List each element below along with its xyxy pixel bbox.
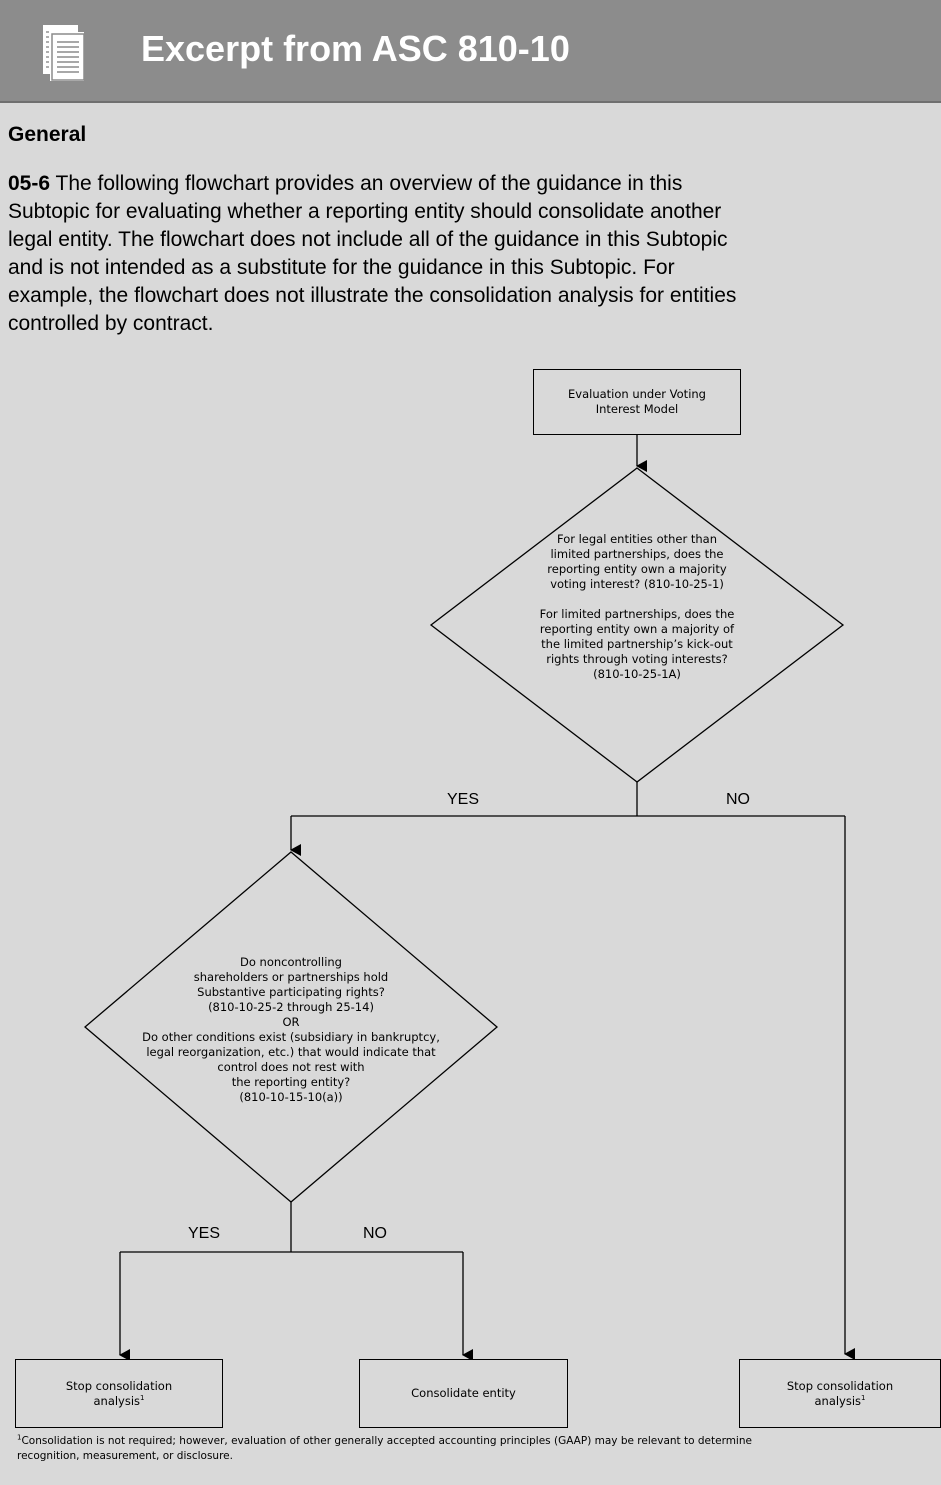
paragraph-line: example, the flowchart does not illustra… [8, 284, 737, 307]
header-banner: Excerpt from ASC 810-10 [0, 0, 941, 103]
decision2-yes-label: YES [188, 1225, 221, 1242]
intro-paragraph: 05-6 The following flowchart provides an… [8, 170, 941, 338]
decision1-question: For legal entities other than limited pa… [539, 532, 735, 681]
footnote-ref: 1 [861, 1393, 866, 1402]
stop-analysis-box-right: Stop consolidation analysis1 [739, 1359, 941, 1428]
decision2-question: Do noncontrolling shareholders or partne… [142, 955, 440, 1104]
start-box: Evaluation under Voting Interest Model [533, 369, 741, 435]
consolidate-entity-box: Consolidate entity [359, 1359, 568, 1428]
paragraph-line: 05-6 The following flowchart provides an… [8, 172, 683, 195]
paragraph-line: controlled by contract. [8, 312, 214, 335]
section-heading: General [8, 123, 87, 146]
decision2-no-label: NO [363, 1225, 387, 1242]
paragraph-line: and is not intended as a substitute for … [8, 256, 675, 279]
footnote-ref: 1 [140, 1393, 145, 1402]
decision1-no-label: NO [726, 791, 750, 808]
paragraph-number: 05-6 [8, 172, 51, 195]
decision1-yes-label: YES [447, 791, 480, 808]
paragraph-line: Subtopic for evaluating whether a report… [8, 200, 722, 223]
footnote-marker: 1 [17, 1433, 22, 1442]
paragraph-line: legal entity. The flowchart does not inc… [8, 228, 728, 251]
page-title: Excerpt from ASC 810-10 [141, 28, 570, 69]
stop-analysis-box-left: Stop consolidation analysis1 [15, 1359, 223, 1428]
footnote: 1Consolidation is not required; however,… [17, 1433, 752, 1462]
document-icon [43, 25, 85, 81]
